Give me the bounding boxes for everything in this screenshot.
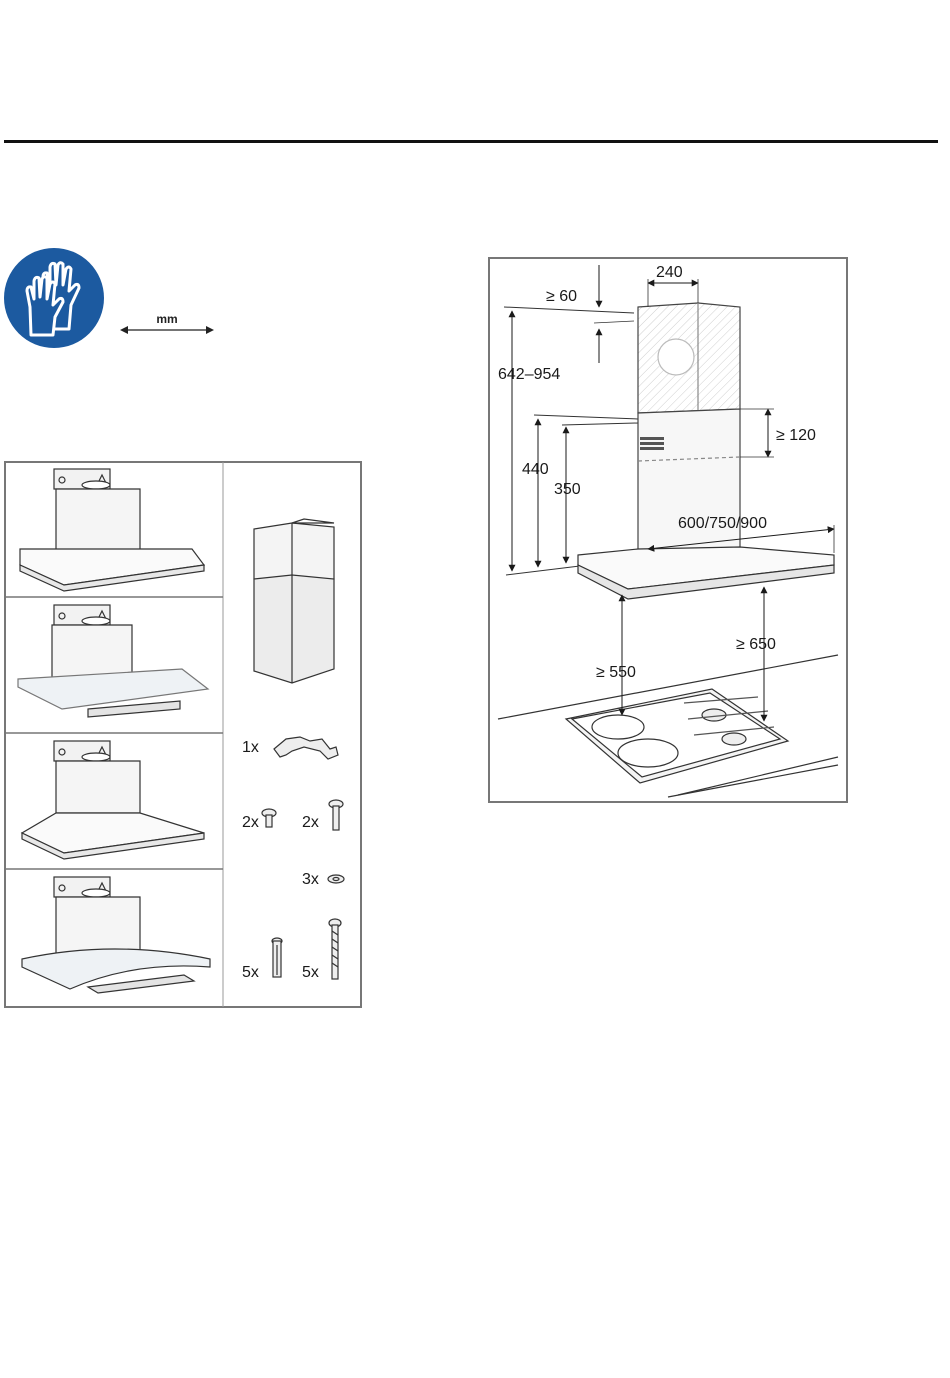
part-qty-wall-plug: 5x [242,964,259,981]
washer-icon [328,875,344,883]
telescopic-chimney-icon [254,519,334,683]
unit-indicator: mm [118,312,216,338]
part-qty-washer: 3x [302,871,319,888]
chimney-drawing [638,303,740,551]
dim-total-height: 642–954 [498,366,560,383]
dim-hood-width: 600/750/900 [678,515,767,532]
dim-ceiling-gap: ≥ 60 [546,288,577,305]
dim-clearance-electric: ≥ 550 [596,664,636,681]
double-arrow-icon [118,324,216,336]
part-qty-short-screw: 2x [242,814,259,831]
header-rule [4,140,938,143]
dim-lower-height-2: 350 [554,481,581,498]
variants-panel: 1x 2x 2x 3x 5x 5x [4,461,362,1008]
dimensions-panel: 240 ≥ 60 642–954 ≥ 120 440 350 600/750/9… [488,257,848,803]
wall-plug-icon [272,938,282,977]
dim-clearance-gas: ≥ 650 [736,636,776,653]
part-qty-long-screw: 5x [302,964,319,981]
part-qty-medium-screw: 2x [302,814,319,831]
dim-overlap: ≥ 120 [776,427,816,444]
protective-gloves-icon [3,247,105,349]
dim-chimney-width: 240 [656,264,683,281]
part-qty-bracket: 1x [242,739,259,756]
dim-lower-height-1: 440 [522,461,549,478]
